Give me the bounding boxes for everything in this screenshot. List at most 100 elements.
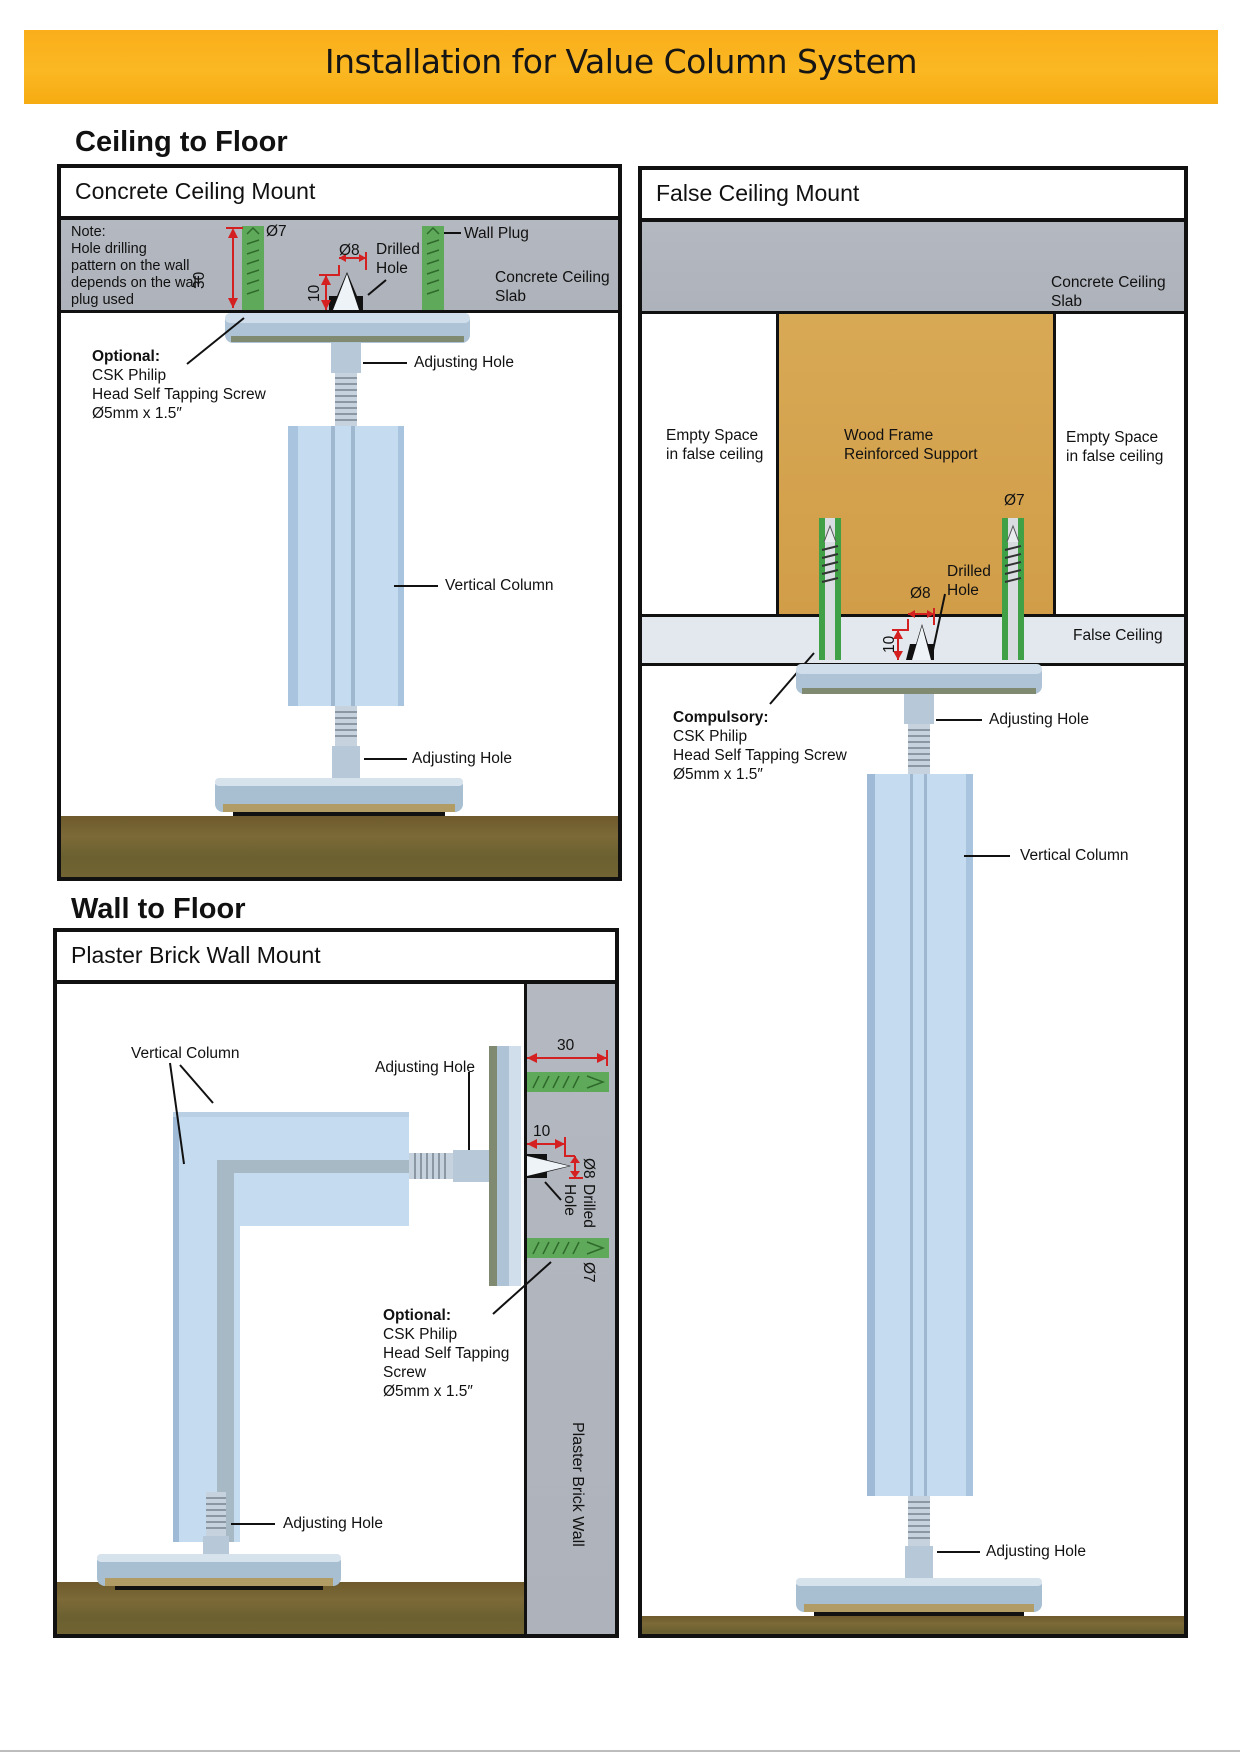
dimension-label-plug-diameter: Ø7 [266, 223, 287, 240]
label-line: Drilled [580, 1184, 597, 1228]
panel-title: Concrete Ceiling Mount [75, 178, 316, 204]
wood-frame-label: Wood Frame Reinforced Support [844, 426, 978, 464]
floor [642, 1616, 1184, 1634]
bottom-base-plate-icon [796, 1578, 1042, 1616]
drilled-hole-icon [527, 1137, 583, 1201]
panel-header: Concrete Ceiling Mount [61, 168, 618, 220]
false-ceiling-drawing [769, 518, 1042, 1616]
screw-right-icon [1002, 518, 1024, 660]
screw-spec-label: Optional: CSK Philip Head Self Tapping S… [92, 347, 266, 423]
wall-base-plate-icon [489, 1046, 521, 1286]
drilled-hole-icon [892, 593, 946, 660]
wall-plug-bottom-icon [527, 1238, 609, 1258]
drilled-hole-label: Drilled Hole [376, 240, 420, 278]
panel-header: Plaster Brick Wall Mount [57, 932, 615, 984]
screw-leader [492, 1261, 552, 1315]
label-line: Slab [495, 288, 527, 305]
dimension-label-plug-diameter: Ø7 [580, 1262, 597, 1283]
vertical-column-icon [867, 774, 1010, 1496]
vertical-column-label: Vertical Column [131, 1045, 240, 1062]
note-line: depends on the wall [71, 275, 200, 291]
plaster-brick-wall [524, 984, 615, 1634]
screw-heading: Compulsory: [673, 709, 769, 726]
label-line: Wood Frame [844, 427, 934, 444]
top-spindle-icon [331, 343, 407, 428]
adjusting-hole-top-label: Adjusting Hole [989, 711, 1089, 728]
horizontal-spindle-icon [409, 1072, 489, 1182]
note-line: Hole drilling [71, 241, 147, 257]
label-line: Ø5mm x 1.5″ [383, 1383, 473, 1400]
dimension-label-plug-depth: 30 [191, 271, 208, 289]
label-line: CSK Philip [383, 1326, 458, 1343]
adjusting-hole-top-label: Adjusting Hole [375, 1059, 475, 1076]
dimension-label-hole-diameter: Ø8 [910, 585, 931, 602]
screw-left-icon [819, 518, 841, 660]
l-shaped-column-icon [173, 1112, 409, 1542]
label-line: Ø5mm x 1.5″ [92, 405, 182, 422]
page-title: Installation for Value Column System [324, 42, 918, 81]
bottom-base-plate-icon [97, 1554, 341, 1590]
label-line: in false ceiling [666, 446, 764, 463]
wall-plug-label: Wall Plug [464, 225, 529, 242]
dimension-label-hole-diameter: Ø8 [580, 1158, 597, 1179]
wall-label: Plaster Brick Wall [569, 1422, 586, 1547]
page-bottom-rule [0, 1750, 1240, 1752]
label-line: Empty Space [666, 427, 759, 444]
bottom-base-plate-icon [215, 778, 463, 816]
note-text: Note: Hole drilling pattern on the wall … [71, 224, 200, 309]
false-ceiling-label: False Ceiling [1073, 627, 1163, 644]
label-line: Empty Space [1066, 429, 1159, 446]
label-line: Drilled [947, 563, 991, 580]
note-line: Note: [71, 224, 106, 240]
note-line: plug used [71, 292, 134, 308]
screw-heading: Optional: [383, 1307, 452, 1324]
empty-space-right-label: Empty Space in false ceiling [1066, 428, 1163, 466]
note-line: pattern on the wall [71, 258, 190, 274]
screw-heading: Optional: [92, 348, 161, 365]
panel-plaster-brick-wall-mount: Plaster Brick Wall Mount [53, 928, 619, 1638]
concrete-slab [642, 222, 1184, 314]
label-line: Concrete Ceiling [1051, 274, 1166, 291]
column-leader [179, 1064, 214, 1104]
label-line: Hole [561, 1184, 578, 1216]
slab-label: Concrete Ceiling Slab [495, 268, 610, 306]
wall-plug-right-icon [422, 226, 444, 310]
floor [57, 1582, 524, 1634]
wall-plug-left-icon [242, 226, 264, 310]
label-line: in false ceiling [1066, 448, 1164, 465]
wall-mount-drawing [97, 1046, 609, 1590]
floor [61, 816, 618, 877]
label-line: Drilled [376, 241, 420, 258]
ceiling-mount-drawing [186, 226, 470, 816]
adjusting-hole-top-label: Adjusting Hole [414, 354, 514, 371]
label-line: Reinforced Support [844, 446, 978, 463]
panel-title: False Ceiling Mount [656, 180, 860, 206]
label-line: Hole [947, 582, 979, 599]
screw-leader [769, 652, 815, 705]
adjusting-hole-bottom-label: Adjusting Hole [283, 1515, 383, 1532]
screw-spec-label: Optional: CSK Philip Head Self Tapping S… [383, 1306, 509, 1401]
dimension-label-plug-diameter: Ø7 [1004, 492, 1025, 509]
panel-false-ceiling-mount: False Ceiling Mount [638, 166, 1188, 1638]
dimension-label-plug-depth: 30 [557, 1037, 575, 1054]
dimension-plug-depth [527, 1050, 608, 1066]
label-line: Head Self Tapping Screw [92, 386, 266, 403]
top-base-plate-icon [796, 664, 1042, 694]
panel-concrete-ceiling-mount: Concrete Ceiling Mount Note: Hole drilli… [57, 164, 622, 881]
top-spindle-icon [904, 694, 982, 774]
screw-leader [186, 317, 245, 365]
header-banner: Installation for Value Column System [24, 30, 1218, 104]
top-base-plate-icon [225, 313, 470, 343]
bottom-spindle-icon [905, 1496, 980, 1582]
label-line: Hole [376, 260, 408, 277]
dimension-label-hole-depth: 10 [881, 635, 898, 653]
label-line: Head Self Tapping Screw [673, 747, 847, 764]
dimension-label-hole-depth: 10 [533, 1123, 551, 1140]
drilled-hole-label: Drilled Hole [947, 562, 991, 600]
adjusting-hole-bottom-label: Adjusting Hole [986, 1543, 1086, 1560]
vertical-column-icon [288, 426, 438, 706]
panel-header: False Ceiling Mount [642, 170, 1184, 222]
label-line: CSK Philip [673, 728, 748, 745]
empty-space-left-label: Empty Space in false ceiling [666, 426, 763, 464]
dimension-plug-depth [226, 227, 243, 308]
